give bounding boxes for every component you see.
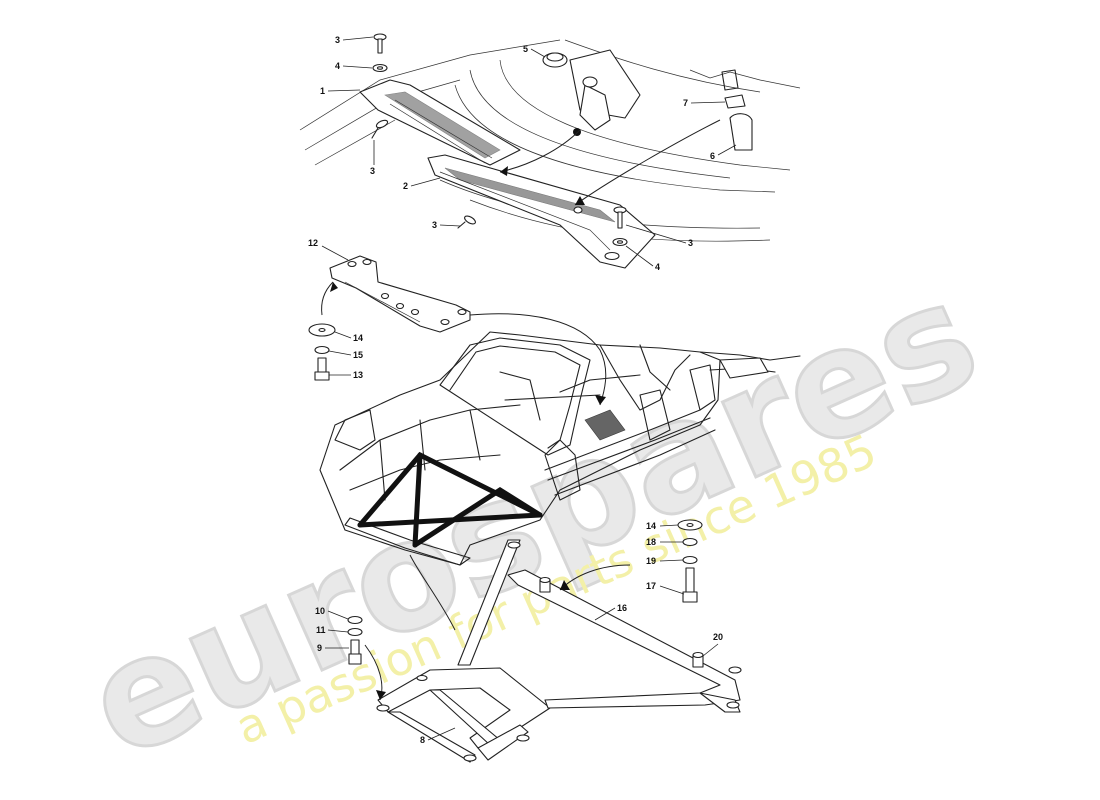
part-20-bush [692,651,704,668]
part-19-spring-washer [682,555,698,565]
arrow-head [500,166,508,176]
callout-13: 13 [353,370,363,380]
arrow-head [376,690,386,700]
arrow-head [595,395,606,405]
chassis-frame [319,331,801,566]
callouts: 1 2 3 3 3 3 4 4 5 6 7 8 9 10 11 12 13 [308,35,737,745]
part-3-screw-left [371,119,389,139]
callout-19: 19 [646,556,656,566]
part-8-front-subframe [376,539,551,763]
arrow-bolt-to-bracket [321,281,334,316]
arrow-head [575,196,585,205]
callout-3-left: 3 [370,166,375,176]
callout-2: 2 [403,181,408,191]
callout-10: 10 [315,606,325,616]
callout-16: 16 [617,603,627,613]
callout-14-right: 14 [646,521,656,531]
callout-7: 7 [683,98,688,108]
arrow-grommet-to-scuttle [499,129,581,173]
part-13-bolt [314,357,330,381]
callout-15: 15 [353,350,363,360]
part-16-rear-subframe [507,569,742,713]
part-14-washer-left [308,323,336,337]
part-3-screw-lower-left [457,215,476,229]
washer-reservoir-neck [569,49,641,136]
callout-20: 20 [713,632,723,642]
callout-8: 8 [420,735,425,745]
part-10-washer [347,615,363,625]
callout-3-lower-left: 3 [432,220,437,230]
part-4-washer-top [372,63,388,73]
callout-4-top: 4 [335,61,340,71]
part-1-scuttle-panel [359,79,521,166]
callout-6: 6 [710,151,715,161]
subframe-bush-upper [539,576,551,593]
part-12-mount-bracket [329,255,471,333]
callout-3-top: 3 [335,35,340,45]
arrow-bracket-to-chassis [469,313,607,406]
callout-14-left: 14 [353,333,363,343]
arrow-frame-to-chassis [409,554,456,631]
arrow-head [330,282,338,292]
callout-4-right: 4 [655,262,660,272]
callout-9: 9 [317,643,322,653]
part-7-hose-clip [724,94,746,109]
part-3-screw-right [613,206,627,229]
callout-17: 17 [646,581,656,591]
part-3-screw-top [373,33,387,54]
front-brace-highlight [357,451,543,548]
callout-11: 11 [316,625,326,635]
callout-5: 5 [523,44,528,54]
arrow-hose-to-scuttle [574,119,721,206]
part-14-washer-right [677,519,703,531]
part-9-bolt [348,639,362,665]
part-6-hose [729,113,753,151]
arrow-head [560,580,570,590]
callout-12: 12 [308,238,318,248]
part-17-bolt [682,567,698,603]
part-11-spring-washer [347,627,363,637]
callout-1: 1 [320,86,325,96]
part-5-grommet [542,52,568,68]
callout-3-right: 3 [688,238,693,248]
part-15-spring-washer [314,345,330,355]
callout-18: 18 [646,537,656,547]
part-4-washer-right [612,237,628,247]
part-18-washer [682,537,698,547]
